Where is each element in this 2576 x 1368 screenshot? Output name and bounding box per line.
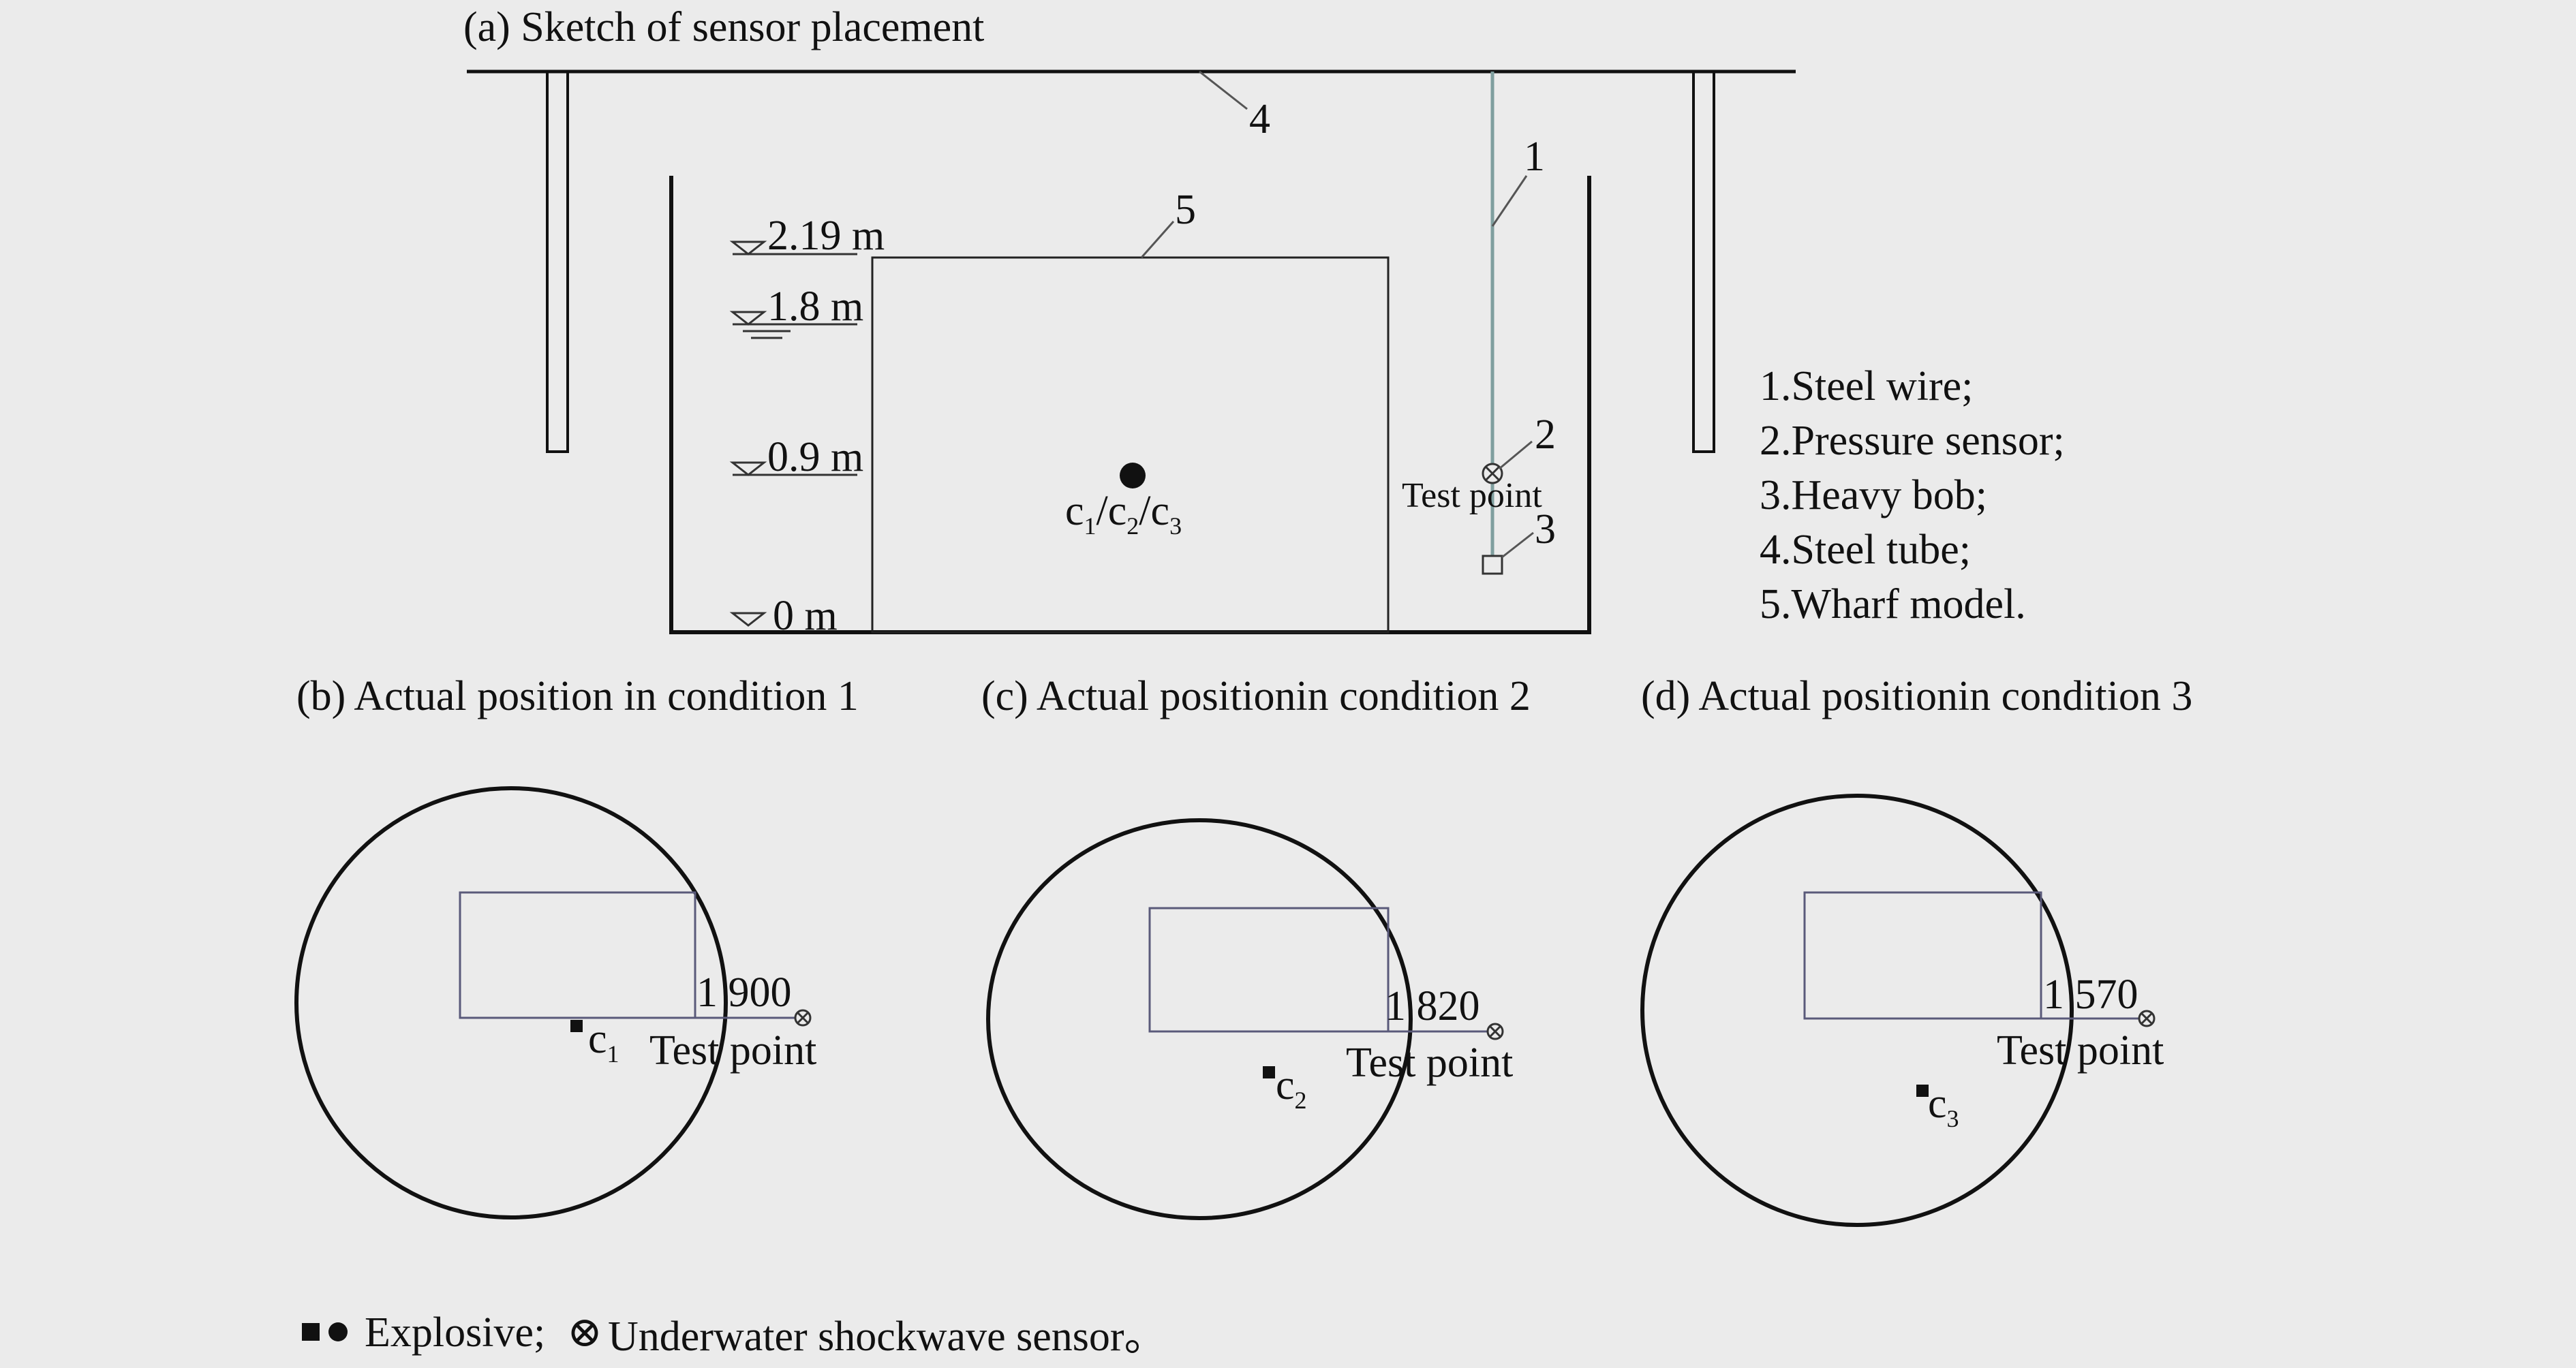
level-label-0: 0 m [773,593,838,639]
distance-label-c: 1 820 [1385,983,1480,1029]
test-point-label-a: Test point [1402,476,1542,515]
level-label-219: 2.19 m [767,213,885,259]
callout-3: 3 [1535,506,1556,553]
charge-marker-d [1916,1085,1929,1097]
level-marker-18: 1.8 m [729,283,863,339]
panel-b-title: (b) Actual position in condition 1 [296,673,859,719]
charge-label-c: c2 [1276,1062,1307,1114]
legend-a: 1.Steel wire; 2.Pressure sensor; 3.Heavy… [1760,363,2065,627]
callout-1: 1 [1524,134,1545,180]
panel-d-title: (d) Actual positionin condition 3 [1641,673,2192,719]
sensor-icon-d [2138,1010,2156,1027]
tank-outline-d [1640,794,2074,1227]
explosive-label: c1/c2/c3 [1065,488,1182,540]
panel-c-title: (c) Actual positionin condition 2 [981,673,1531,719]
panel-a-title: (a) Sketch of sensor placement [463,4,984,50]
tank-outline-c [986,818,1413,1220]
legend-item-2: 2.Pressure sensor; [1760,418,2065,464]
test-point-label-c: Test point [1346,1040,1513,1086]
level-label-09: 0.9 m [767,434,863,480]
panel-d: (d) Actual positionin condition 3 1 570 … [1640,673,2192,1227]
callout-5: 5 [1175,187,1196,233]
legend-item-5: 5.Wharf model. [1760,581,2026,627]
wharf-model-c [1148,907,1390,1033]
legend-item-3: 3.Heavy bob; [1760,472,1987,518]
sensor-icon-c [1486,1023,1504,1040]
legend-item-4: 4.Steel tube; [1760,527,1971,573]
test-point-label-b: Test point [649,1027,816,1074]
level-marker-09: 0.9 m [729,434,863,480]
footer-legend: Explosive; ⊗ Underwater shockwave sensor… [302,1309,1167,1360]
charge-marker-c [1263,1066,1275,1078]
legend-item-1: 1.Steel wire; [1760,363,1973,409]
callout-leader-5 [1140,221,1175,258]
pressure-sensor-icon [1482,463,1503,484]
test-point-label-d: Test point [1997,1027,2164,1074]
charge-marker-b [570,1020,583,1032]
wharf-model [871,256,1390,634]
steel-tube [467,69,1796,453]
level-label-18: 1.8 m [767,283,863,330]
explosive-square-icon [302,1323,320,1341]
wharf-model-d [1803,891,2042,1020]
level-marker-0: 0 m [729,593,838,639]
callout-leader-2 [1499,440,1533,470]
panel-b: (b) Actual position in condition 1 1 900… [294,673,859,1219]
distance-label-d: 1 570 [2043,971,2138,1018]
charge-label-d: c3 [1928,1081,1959,1132]
charge-label-b: c1 [588,1016,619,1068]
callout-leader-4 [1199,70,1248,110]
panel-a: (a) Sketch of sensor placement c1/c2/c3 … [463,4,2065,639]
level-marker-219: 2.19 m [729,213,885,259]
callout-leader-3 [1501,531,1534,559]
heavy-bob [1482,555,1503,575]
distance-label-b: 1 900 [696,969,792,1016]
footer-sensor-symbol: ⊗ [567,1309,602,1356]
callout-leader-1 [1491,175,1528,227]
explosive-marker [1120,463,1146,488]
steel-tube-leg-left [546,70,569,453]
footer-sensor-text: Underwater shockwave sensor。 [608,1313,1167,1360]
footer-explosive-text: Explosive; [365,1309,545,1356]
tank-outline-b [294,786,728,1219]
steel-tube-leg-right [1692,70,1715,453]
sensor-icon-b [794,1009,812,1027]
wharf-model-b [459,891,696,1019]
callout-4: 4 [1249,96,1270,142]
explosive-dot-icon [328,1322,348,1341]
callout-2: 2 [1535,411,1556,458]
panel-c: (c) Actual positionin condition 2 1 820 … [981,673,1531,1220]
